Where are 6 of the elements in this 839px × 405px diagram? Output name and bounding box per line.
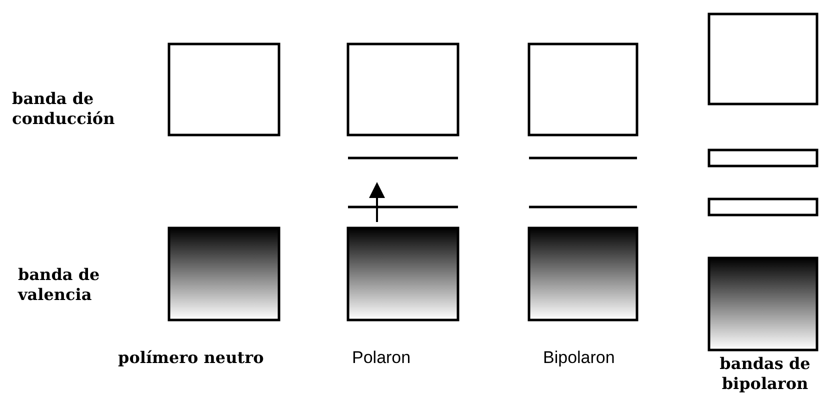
column-label: Bipolaron [543,348,616,368]
band-label: banda de valencia [18,265,101,305]
column-label: Polaron [352,348,412,368]
band-label: banda de conducción [12,89,116,129]
column-label: bandas de bipolaron [718,354,812,394]
column-label: polímero neutro [118,348,265,368]
